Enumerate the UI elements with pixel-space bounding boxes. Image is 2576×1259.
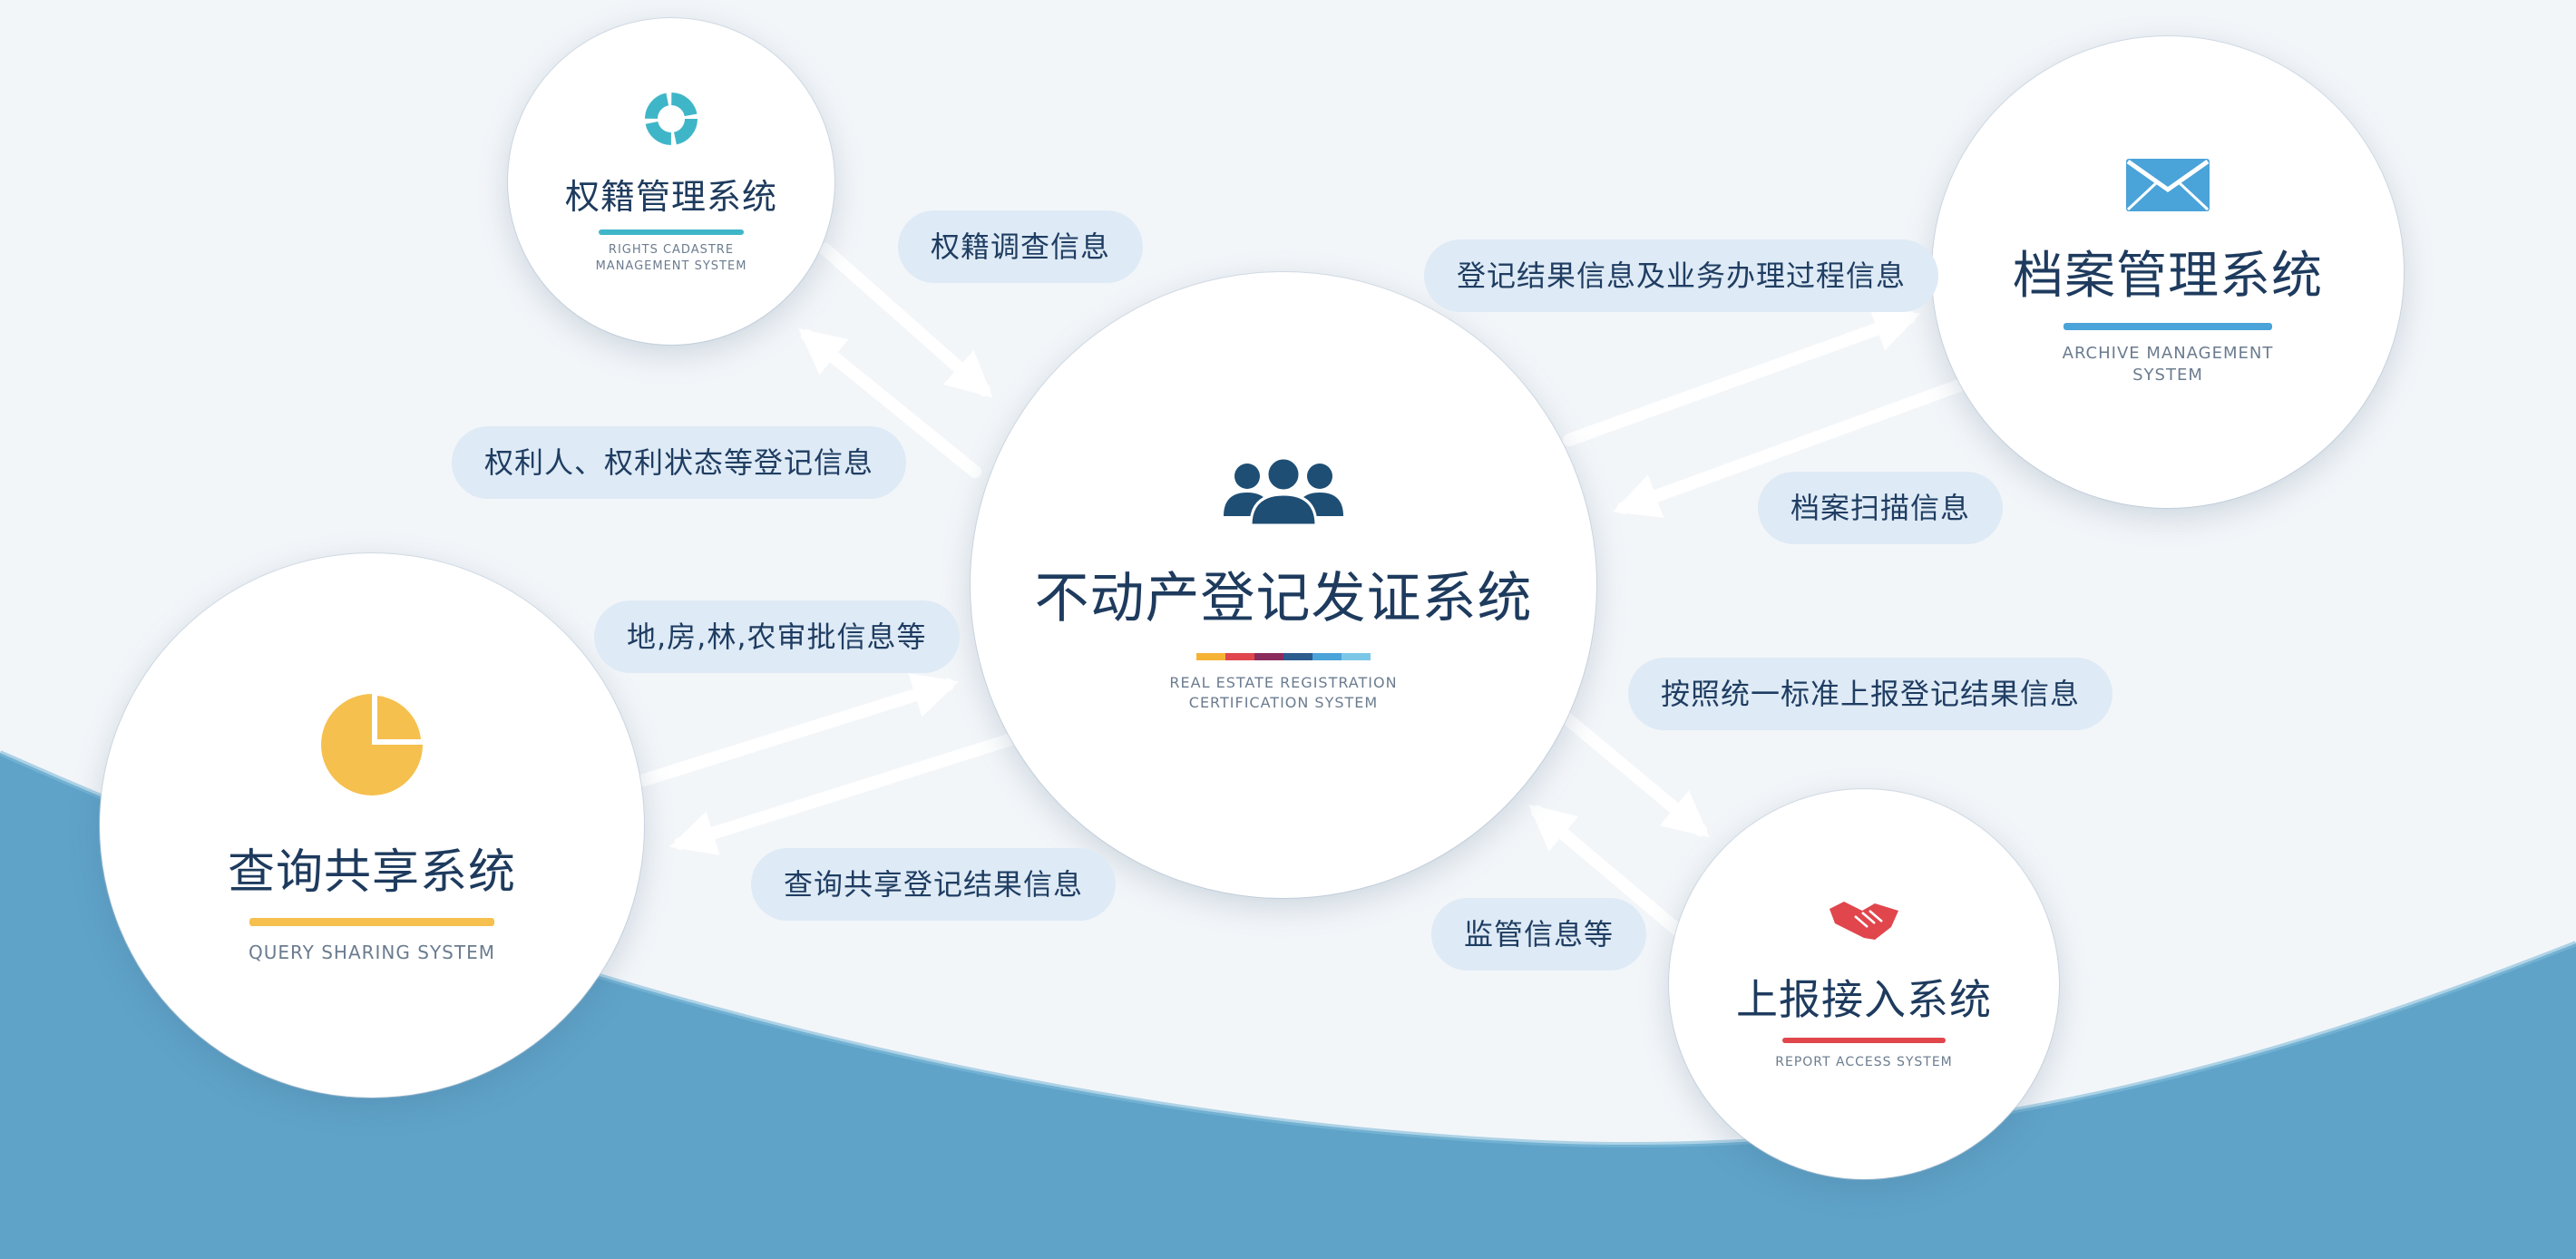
label-rights-holder-info: 权利人、权利状态等登记信息 [452, 426, 907, 499]
envelope-icon [2126, 158, 2210, 211]
pie-chart-icon [321, 694, 423, 795]
cycle-icon [645, 92, 698, 145]
label-report-result-info: 按照统一标准上报登记结果信息 [1628, 658, 2113, 730]
label-archive-scan-info: 档案扫描信息 [1758, 472, 2004, 544]
arrow-ownership-to-center [819, 243, 993, 398]
people-group-icon [1224, 457, 1343, 526]
arrow-center-to-archive [1563, 307, 1920, 446]
archive-node-bar [2064, 322, 2272, 330]
arrow-center-to-ownership [798, 328, 981, 478]
handshake-icon [1830, 902, 1898, 940]
center-node-subtitle: REAL ESTATE REGISTRATION CERTIFICATION S… [1169, 673, 1398, 711]
query-node-bar [249, 918, 494, 926]
ownership-node-subtitle: RIGHTS CADASTRE MANAGEMENT SYSTEM [595, 242, 747, 273]
report-node-bar [1782, 1038, 1946, 1043]
ownership-node[interactable]: 权籍管理系统 RIGHTS CADASTRE MANAGEMENT SYSTEM [508, 18, 834, 345]
label-ownership-survey-info: 权籍调查信息 [898, 210, 1144, 283]
arrow-archive-to-center [1613, 379, 1966, 518]
arrow-report-to-center [1528, 804, 1689, 941]
center-node-color-bar [1196, 652, 1371, 660]
query-node-subtitle: QUERY SHARING SYSTEM [249, 942, 495, 963]
center-node-registration-system[interactable]: 不动产登记发证系统 REAL ESTATE REGISTRATION CERTI… [971, 272, 1596, 898]
report-node-title: 上报接入系统 [1736, 975, 1992, 1024]
report-node-subtitle: REPORT ACCESS SYSTEM [1775, 1055, 1953, 1069]
ownership-node-bar [599, 229, 744, 235]
label-registration-result-info: 登记结果信息及业务办理过程信息 [1424, 239, 1939, 312]
label-query-sharing-result-info: 查询共享登记结果信息 [751, 848, 1117, 921]
report-node[interactable]: 上报接入系统 REPORT ACCESS SYSTEM [1669, 789, 2059, 1179]
archive-node-title: 档案管理系统 [2013, 246, 2323, 306]
ownership-node-title: 权籍管理系统 [564, 176, 777, 217]
arrow-center-to-report [1558, 710, 1710, 838]
arrow-center-to-query [668, 733, 1018, 855]
arrow-query-to-center [638, 673, 960, 786]
query-node-title: 查询共享系统 [227, 845, 516, 900]
archive-node-subtitle: ARCHIVE MANAGEMENT SYSTEM [2062, 343, 2274, 385]
query-node[interactable]: 查询共享系统 QUERY SHARING SYSTEM [100, 553, 644, 1098]
label-supervision-info: 监管信息等 [1431, 898, 1647, 971]
archive-node[interactable]: 档案管理系统 ARCHIVE MANAGEMENT SYSTEM [1932, 36, 2404, 508]
label-approval-info: 地,房,林,农审批信息等 [594, 600, 960, 673]
center-node-title: 不动产登记发证系统 [1034, 566, 1533, 630]
